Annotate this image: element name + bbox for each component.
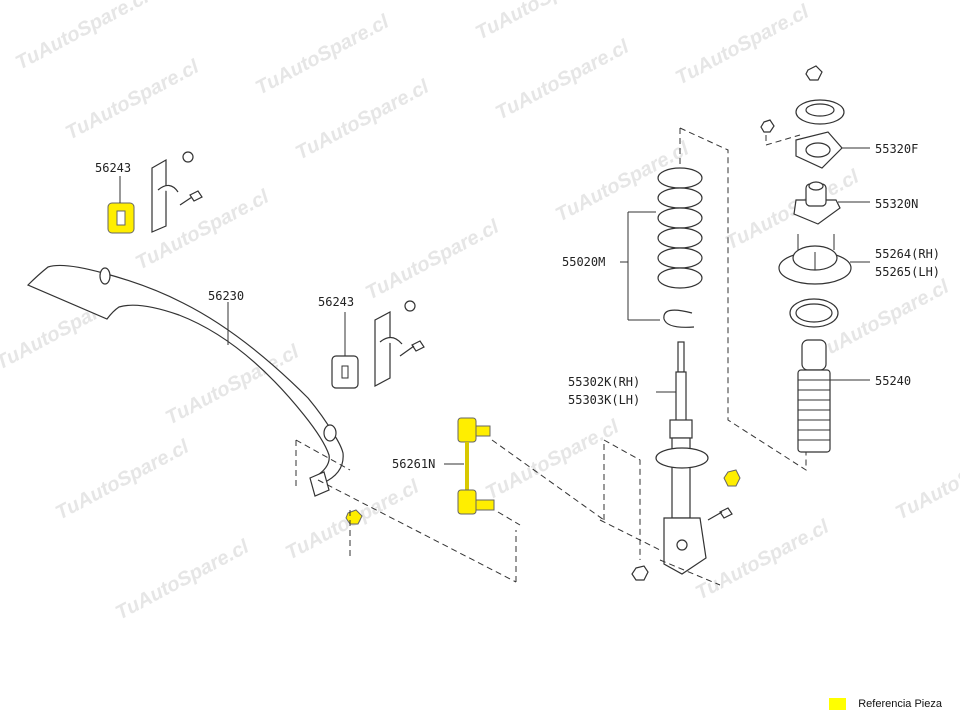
- legend: Referencia Pieza: [829, 698, 942, 710]
- label-mount-insulator-plate: 55320F: [875, 142, 918, 156]
- watermark: TuAutoSpare.cl: [62, 56, 203, 145]
- bushing-bracket-left[interactable]: [107, 151, 203, 234]
- label-strut-lh: 55303K(LH): [568, 393, 640, 407]
- watermark: TuAutoSpare.cl: [112, 536, 253, 625]
- watermark: TuAutoSpare.cl: [362, 216, 503, 305]
- watermark: TuAutoSpare.cl: [472, 0, 613, 44]
- legend-swatch: [829, 698, 847, 710]
- bushing-bracket-right[interactable]: [331, 300, 425, 389]
- watermark: TuAutoSpare.cl: [12, 0, 153, 74]
- mount-insulator-plate[interactable]: [795, 131, 870, 169]
- label-strut-mount-lh: 55265(LH): [875, 265, 940, 279]
- watermark: TuAutoSpare.cl: [692, 516, 833, 605]
- label-bushing-left: 56243: [95, 161, 131, 175]
- label-strut-mount-rh: 55264(RH): [875, 247, 940, 261]
- watermark: TuAutoSpare.cl: [52, 436, 193, 525]
- watermark: TuAutoSpare.cl: [482, 416, 623, 505]
- bearing[interactable]: [789, 298, 839, 328]
- watermark: TuAutoSpare.cl: [492, 36, 633, 125]
- coil-spring[interactable]: [620, 167, 703, 328]
- watermark: TuAutoSpare.cl: [252, 11, 393, 100]
- top-nut[interactable]: [805, 65, 823, 81]
- label-strut-rh: 55302K(RH): [568, 375, 640, 389]
- label-stabilizer-link: 56261N: [392, 457, 435, 471]
- watermark: TuAutoSpare.cl: [722, 166, 863, 255]
- strut-assembly[interactable]: [631, 341, 741, 581]
- label-stabilizer-bar: 56230: [208, 289, 244, 303]
- bound-bumper[interactable]: [797, 339, 870, 453]
- label-coil-spring: 55020M: [562, 255, 605, 269]
- legend-label: Referencia Pieza: [858, 698, 942, 710]
- stabilizer-link[interactable]: [444, 417, 495, 515]
- watermark: TuAutoSpare.cl: [292, 76, 433, 165]
- label-bushing-right: 56243: [318, 295, 354, 309]
- label-mount-insulator: 55320N: [875, 197, 918, 211]
- watermark: TuAutoSpare.cl: [892, 436, 960, 525]
- label-bound-bumper: 55240: [875, 374, 911, 388]
- stabilizer-bar[interactable]: [26, 264, 344, 497]
- watermark: TuAutoSpare.cl: [672, 1, 813, 90]
- mount-insulator[interactable]: [793, 181, 870, 225]
- upper-seat[interactable]: [795, 99, 845, 125]
- strut-mount[interactable]: [778, 234, 870, 285]
